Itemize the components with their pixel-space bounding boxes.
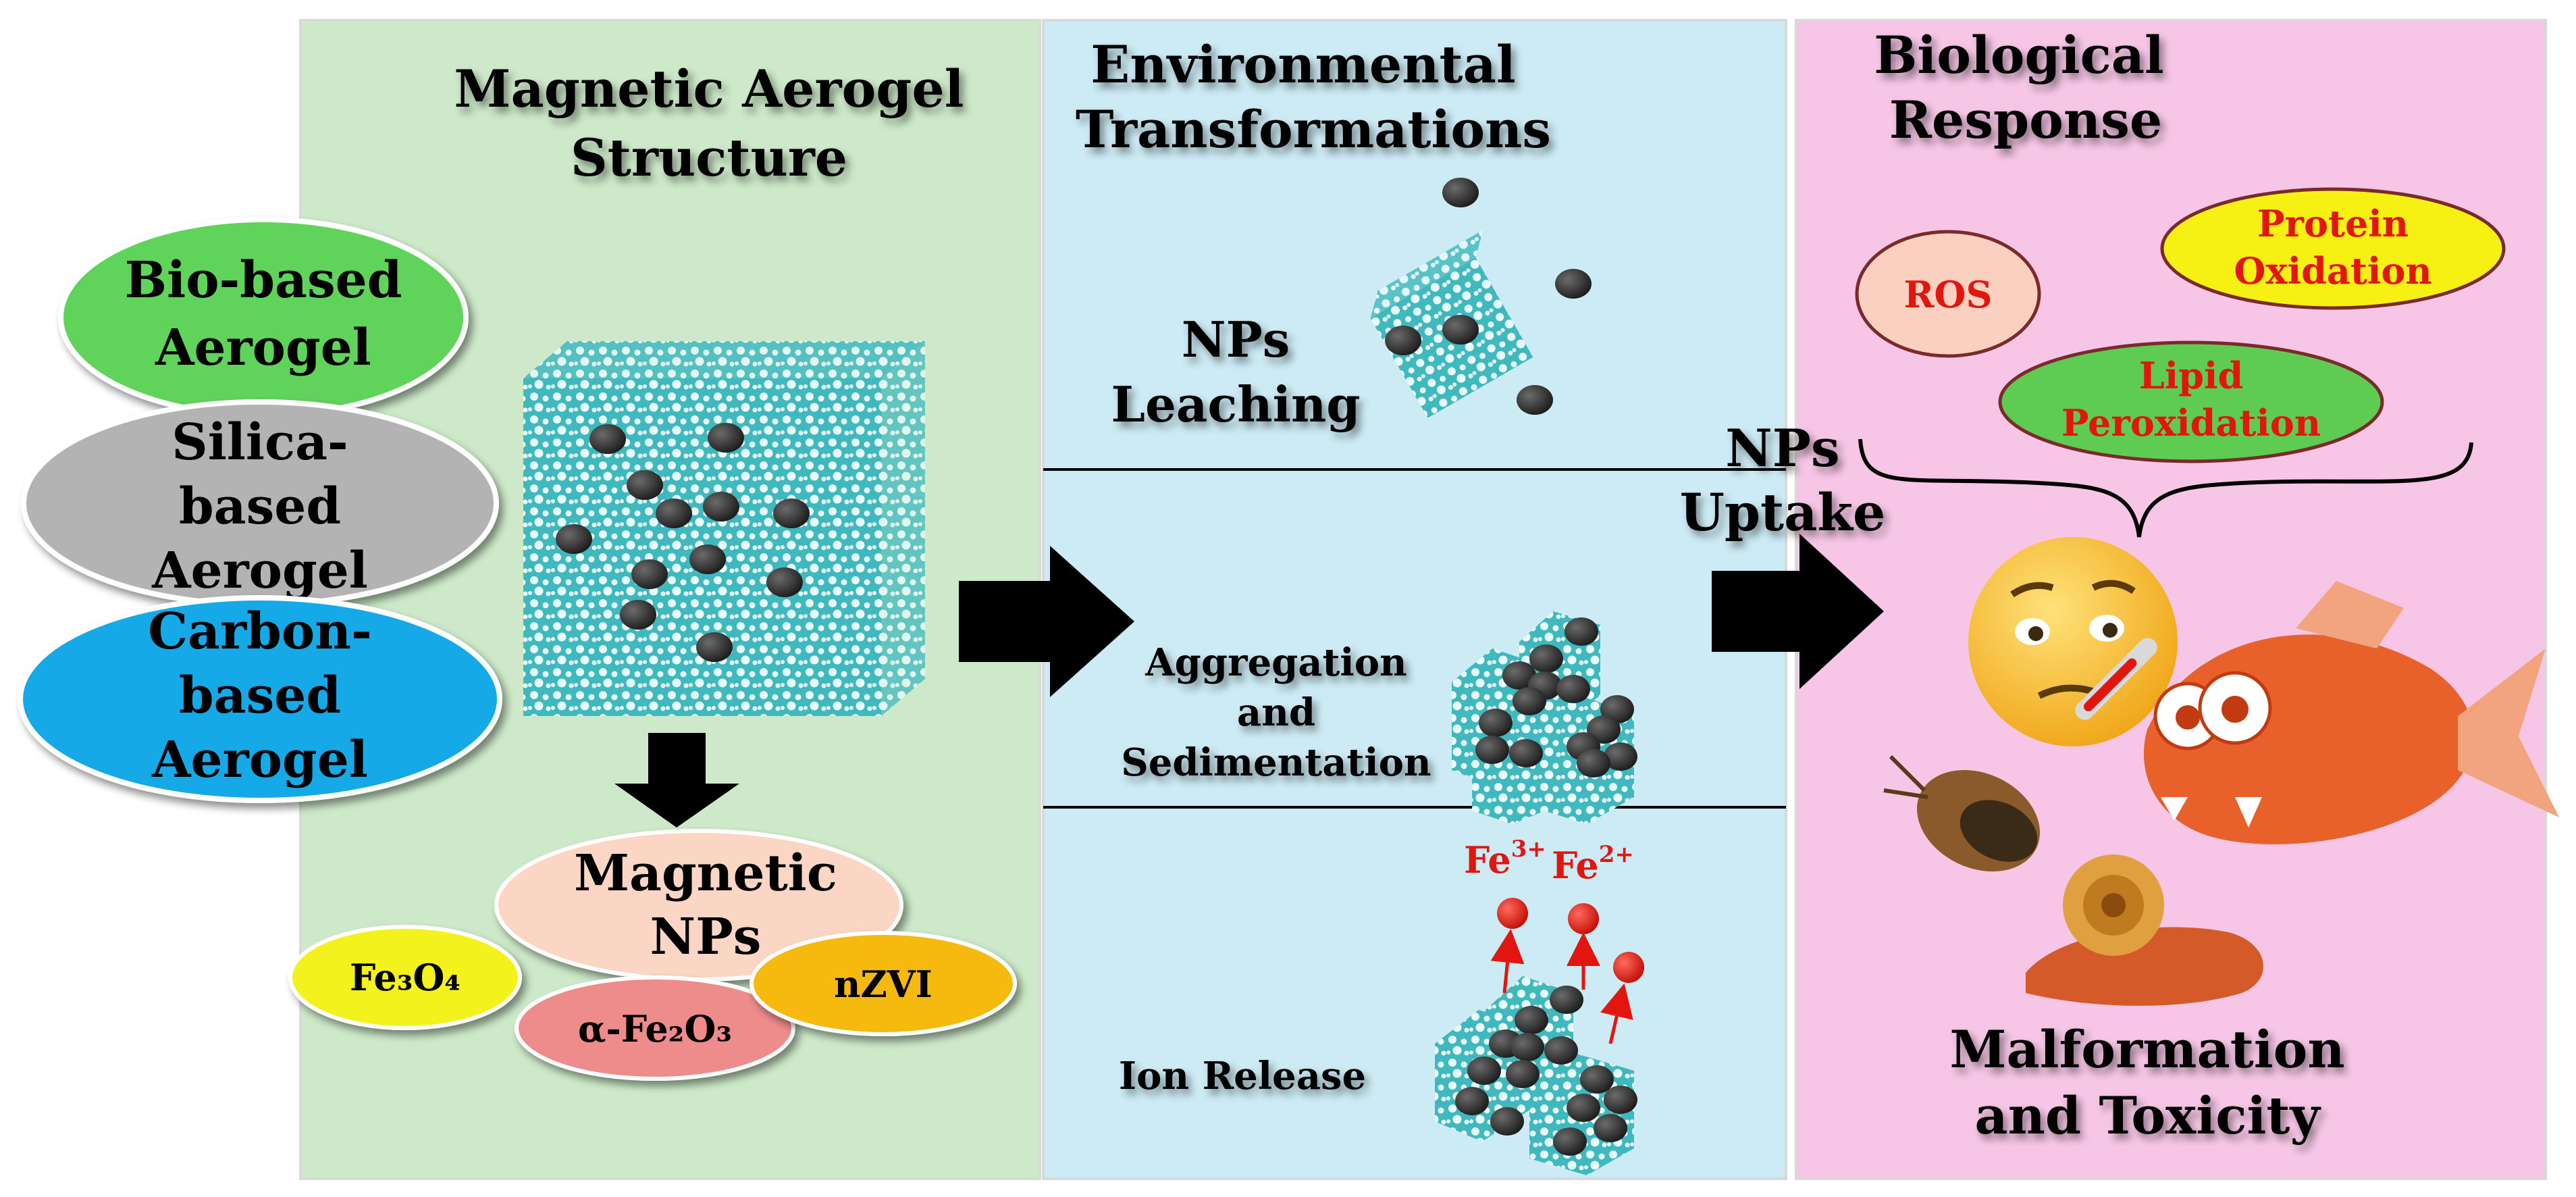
fe2-ion bbox=[1568, 903, 1599, 934]
bio-based-label-2: Aerogel bbox=[155, 319, 371, 377]
environment-panel bbox=[1042, 19, 1787, 1180]
silica-based-label-3: Aerogel bbox=[151, 542, 368, 600]
environment-title-line1: Environmental bbox=[1090, 34, 1515, 95]
magnetic-nps-label-1: Magnetic bbox=[574, 844, 837, 902]
uptake-label-1: NPs bbox=[1725, 418, 1839, 478]
biology-panel bbox=[1795, 19, 2547, 1180]
nzvi-ellipse bbox=[750, 931, 1017, 1036]
lipid-peroxidation-ellipse bbox=[1998, 340, 2384, 463]
carbon-based-label-1: Carbon- bbox=[148, 603, 371, 661]
silica-based-label-2: based bbox=[179, 478, 341, 536]
aggregation-label-1: Aggregation bbox=[1145, 640, 1407, 685]
ion-release-label: Ion Release bbox=[1119, 1054, 1366, 1098]
iron-ions bbox=[1490, 898, 1644, 1044]
magnetic-nps-cluster: Magnetic NPs Fe₃O₄ α-Fe₂O₃ nZVI bbox=[288, 829, 1017, 1081]
bio-based-ellipse bbox=[58, 217, 469, 418]
response-bubbles: ROS Protein Oxidation Lipid Peroxidation bbox=[1855, 187, 2506, 463]
fe3-label: Fe3+ bbox=[1464, 836, 1546, 882]
fe2-label: Fe2+ bbox=[1552, 841, 1634, 887]
snail-icon bbox=[2026, 855, 2264, 1006]
biology-title-line2: Response bbox=[1889, 90, 2163, 150]
fish-icon bbox=[2143, 581, 2559, 844]
aggregated-nanoparticles bbox=[1475, 617, 1637, 778]
aggregation-label-2: and bbox=[1237, 690, 1315, 735]
curly-brace bbox=[1858, 438, 2473, 538]
daphnia-icon bbox=[1883, 755, 2041, 872]
ion-release-nanoparticles bbox=[1455, 986, 1637, 1156]
fe3o4-label: Fe₃O₄ bbox=[350, 956, 461, 999]
uptake-arrow-icon bbox=[1712, 534, 1884, 689]
biology-title-line1: Biological bbox=[1874, 25, 2164, 85]
bio-based-label-1: Bio-based bbox=[125, 251, 402, 309]
leaching-label-1: NPs bbox=[1182, 311, 1290, 368]
ros-label: ROS bbox=[1904, 273, 1993, 316]
aerogel-types: Bio-based Aerogel Silica- based Aerogel … bbox=[18, 217, 502, 803]
silica-based-label-1: Silica- bbox=[172, 413, 348, 472]
fe3o4-ellipse bbox=[288, 925, 522, 1030]
structure-title-line2: Structure bbox=[571, 128, 847, 188]
fe-ion-3 bbox=[1613, 952, 1644, 983]
right-arrow-icon bbox=[959, 546, 1134, 697]
magnetic-nps-label-2: NPs bbox=[650, 908, 762, 966]
protein-oxidation-ellipse bbox=[2160, 187, 2506, 310]
aggregation-label-3: Sedimentation bbox=[1121, 740, 1431, 785]
nzvi-label: nZVI bbox=[834, 963, 932, 1006]
fe3-ion bbox=[1497, 898, 1528, 929]
magnetic-aerogel-cube bbox=[523, 341, 925, 716]
lipid-peroxidation-label-2: Peroxidation bbox=[2061, 401, 2321, 444]
hematite-ellipse bbox=[515, 975, 795, 1081]
carbon-based-label-2: based bbox=[179, 667, 341, 725]
leaching-label-2: Leaching bbox=[1111, 376, 1360, 433]
uptake-label-2: Uptake bbox=[1680, 482, 1886, 542]
carbon-based-label-3: Aerogel bbox=[151, 731, 368, 789]
protein-oxidation-label-1: Protein bbox=[2257, 202, 2409, 245]
environment-title-line2: Transformations bbox=[1076, 99, 1551, 159]
lipid-peroxidation-label-1: Lipid bbox=[2139, 354, 2244, 397]
carbon-based-ellipse bbox=[18, 595, 502, 803]
cube-nanoparticles bbox=[556, 423, 810, 662]
protein-oxidation-label-2: Oxidation bbox=[2234, 249, 2432, 292]
down-arrow-icon bbox=[614, 733, 739, 827]
ros-ellipse bbox=[1855, 230, 2041, 358]
structure-title-line1: Magnetic Aerogel bbox=[454, 59, 964, 119]
leached-nanoparticles bbox=[1385, 178, 1592, 415]
hematite-label: α-Fe₂O₃ bbox=[578, 1007, 732, 1050]
outcome-label-1: Malformation bbox=[1949, 1019, 2344, 1079]
outcome-label-2: and Toxicity bbox=[1974, 1086, 2321, 1146]
sick-emoji-icon bbox=[1968, 537, 2178, 746]
